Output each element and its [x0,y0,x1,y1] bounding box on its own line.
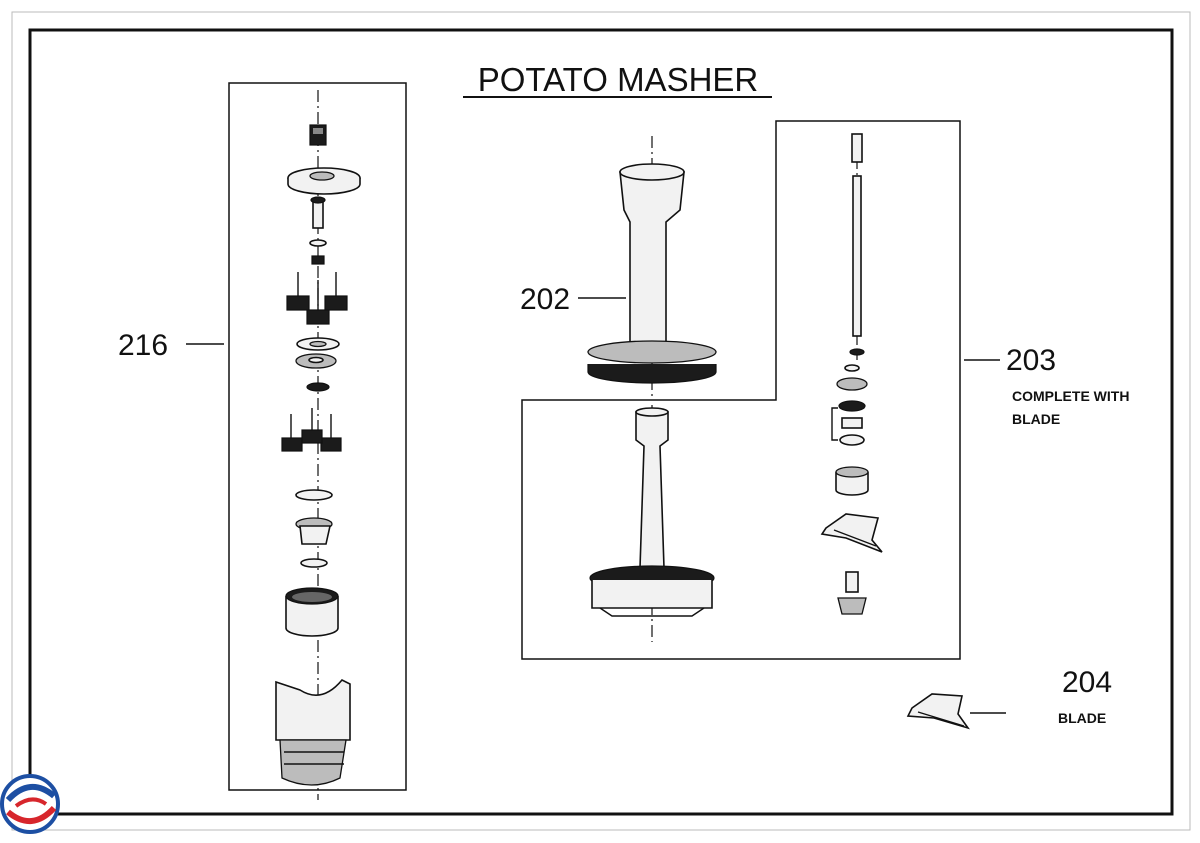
center-washer-part [306,382,330,392]
assembly-216-box [228,82,407,791]
planet-gear-right [324,295,348,311]
drive-shaft-part [852,175,862,337]
lower-planet-gear-right [320,437,342,452]
upper-disc-hub [309,171,335,181]
bearing-bottom-part [839,434,865,446]
cup-housing-part [285,596,339,637]
blade-204-edge [917,711,965,727]
callout-216-number: 216 [118,329,168,362]
planet-gear-left [286,295,310,311]
lower-planet-gear-left [281,437,303,452]
assembly-216: 216 [118,82,407,800]
shaft-washer-part [844,364,860,372]
blade-nut-part [845,571,859,593]
drawing-frame [28,28,1174,816]
assembly-203: 203 COMPLETE WITH BLADE [521,120,1129,660]
brand-logo-red-swoosh [6,805,57,824]
masher-plate-upper-edge [587,364,717,384]
masher-plate-upper-view [587,340,717,364]
lower-plate-1 [295,489,333,501]
collar-top [835,466,869,478]
masher-lower-body [635,411,669,569]
callout-204-number: 204 [1062,666,1112,699]
collar-part [835,472,869,496]
outer-page-border [11,11,1191,831]
blade-cap-part [837,597,867,615]
shaft-clip-part [849,348,865,356]
masher-base-skirt [591,580,713,609]
planet-gear-center [306,309,330,325]
assembly-202: 202 [520,136,717,400]
callout-204-caption: BLADE [1058,710,1106,726]
shaft-pin-part [312,199,324,229]
callout-203-number: 203 [1006,344,1056,377]
gear-cap-highlight [313,128,323,134]
small-bushing-part [311,255,325,265]
cup-housing-inner [292,592,332,602]
brand-logo [0,774,60,834]
bearing-sleeve-part [841,417,863,429]
upper-disc-rim [287,178,361,195]
ring-plate-1-hole [309,340,327,348]
coupler-housing-upper [275,679,351,741]
brand-logo-red-inner [14,797,48,808]
callout-202-number: 202 [520,283,570,316]
lower-washer-part [300,558,328,568]
lower-hub-part [299,525,331,545]
part-204: 204 BLADE [906,666,1112,730]
bracket-part-group [831,407,838,441]
ring-plate-2-hole [308,356,324,364]
lower-planet-gear-center [301,429,323,444]
blade-203-part [820,513,883,553]
shaft-pin-top [310,196,326,204]
callout-203-caption-line1: COMPLETE WITH [1012,388,1129,404]
coupler-housing-lower [279,739,347,786]
blade-204-part [906,693,970,730]
brand-logo-blue-swoosh [5,784,56,803]
assembly-203-box [521,120,961,660]
drive-coupler-part [851,133,863,163]
small-washer-part [309,239,327,247]
masher-upper-body [619,171,685,353]
masher-base-foot [599,607,705,617]
blade-203-edge [833,529,877,547]
callout-203-caption-line2: BLADE [1012,411,1060,427]
diagram-title: POTATO MASHER [463,61,772,98]
diagram-title-text: POTATO MASHER [478,61,759,98]
masher-lower-top [635,407,669,417]
masher-upper-rim [619,163,685,181]
seal-cap-part [836,377,868,391]
bearing-top-part [838,400,866,412]
